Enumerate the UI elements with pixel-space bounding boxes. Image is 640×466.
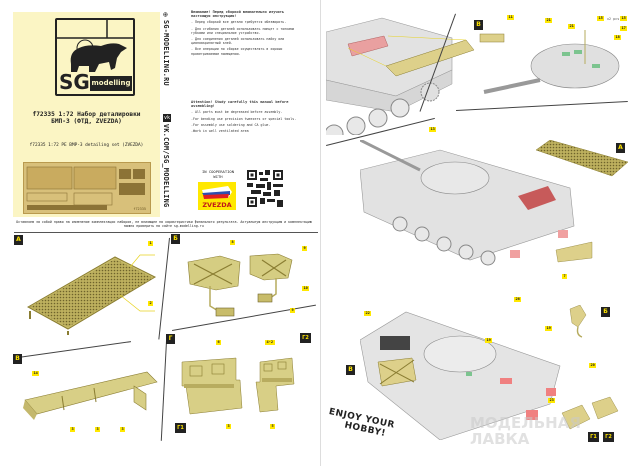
- part-label: 26: [514, 297, 522, 302]
- divider: [14, 232, 318, 233]
- part-label: 22: [364, 311, 372, 316]
- part-label: 18: [614, 35, 622, 40]
- instructions-ru: Внимание! Перед сборкой внимательно изуч…: [191, 10, 301, 58]
- section-divider: [158, 237, 170, 340]
- step-badge-g1: Г1: [175, 423, 186, 433]
- part-label: 3: [226, 424, 232, 429]
- part-label: 15: [620, 16, 628, 21]
- step-badge-a: А: [14, 235, 23, 245]
- instruction-ru-item: - Все операции по сборке осуществлять в …: [191, 47, 283, 56]
- instruction-ru-item: - Перед сборкой все детали требуется обе…: [191, 20, 287, 25]
- part-label: 14: [32, 371, 40, 376]
- mudflap-parts-diagram: [561, 396, 619, 430]
- instructions-ru-heading: Внимание! Перед сборкой внимательно изуч…: [191, 10, 285, 19]
- step-badge-g2: Г2: [300, 333, 311, 343]
- part-label: 10: [302, 286, 310, 291]
- part-label: 3: [95, 427, 101, 432]
- part-label: 8: [230, 240, 236, 245]
- fret-mark: f72335: [133, 207, 146, 211]
- part-label: 7: [562, 274, 568, 279]
- badge-g2-right: Г2: [603, 432, 614, 442]
- quantity-note: x2 pcs: [607, 17, 620, 21]
- badge-b-right: Б: [601, 307, 610, 317]
- vk-link[interactable]: VK.COM/SG_MODELLING: [162, 124, 170, 208]
- russia-flag-star-icon: [202, 186, 232, 199]
- step-a-grille-diagram: [26, 254, 157, 335]
- qr-code[interactable]: [247, 170, 283, 207]
- photo-etch-fret-image: f72335: [23, 162, 151, 214]
- section-divider: [456, 100, 628, 111]
- bear-icon: [57, 20, 133, 72]
- logo-sg-text: SG: [59, 70, 90, 94]
- instructions-en-heading: Attention! Study carefully this manual b…: [191, 100, 289, 109]
- instruction-en-item: -For assembly use soldering and CA glue.: [191, 122, 271, 127]
- page-fold: [320, 0, 321, 466]
- step-b-stowage-bins-diagram: [187, 253, 293, 317]
- logo-modelling-text: modelling: [90, 76, 132, 91]
- part-label: 2: [148, 301, 154, 306]
- cover-panel: SG modelling f72335 1:72 Набор деталиров…: [13, 12, 160, 217]
- step-g-mudflaps-diagram: [181, 357, 295, 415]
- website-link[interactable]: SG-MODELLING.RU: [162, 20, 170, 86]
- instruction-en-item: -Work in well ventilated area: [191, 129, 249, 134]
- fret-parts: [26, 166, 145, 210]
- sg-logo: SG modelling: [55, 18, 135, 96]
- part-label: 3: [70, 427, 76, 432]
- watermark: МОДЕЛЬНАЯ ЛАВКА: [470, 415, 581, 447]
- bmp3-hull-top-diagram: [360, 311, 561, 440]
- part-label: 19: [485, 338, 493, 343]
- part-label: 21: [568, 24, 576, 29]
- part-label: 11: [507, 15, 515, 20]
- zvezda-text: ZVEZDA: [202, 201, 232, 209]
- step-badge-g: Г: [166, 334, 175, 344]
- part-label: 19: [545, 326, 553, 331]
- instruction-ru-item: - Для соединения деталей использовать па…: [191, 37, 285, 46]
- part-label: 17: [620, 26, 628, 31]
- part-label: 21: [545, 18, 553, 23]
- badge-g1-right: Г1: [588, 432, 599, 442]
- step-badge-b: Б: [171, 234, 180, 244]
- footnote: Оставляем за собой право на изменение ко…: [16, 220, 312, 228]
- cooperation-label: IN COOPERATION WITH: [201, 169, 234, 179]
- bmp3-hull-diagram: [360, 140, 629, 266]
- part-label: 5: [270, 424, 276, 429]
- qr-icon: [247, 170, 283, 207]
- part-label: 4-2: [265, 340, 275, 345]
- part-label: 9: [290, 308, 296, 313]
- title-ru-line1: f72335 1:72 Набор деталировки: [32, 111, 141, 118]
- instruction-ru-item: - Для сгибания деталей использовать пинц…: [191, 26, 295, 35]
- instruction-en-item: - All parts must be degreased before ass…: [191, 110, 283, 115]
- bin-part-diagram: [569, 305, 587, 338]
- globe-icon: ⊕: [163, 10, 168, 19]
- part-label: 6: [216, 340, 222, 345]
- badge-a-right: А: [616, 143, 625, 153]
- title-ru-line2: БМП-3 (ФТД, ZVEZDA): [51, 118, 122, 125]
- part-label: 9: [302, 246, 308, 251]
- instruction-en-item: -For bending use precision tweezers or s…: [191, 116, 297, 121]
- hull-rear-diagram: [326, 17, 475, 135]
- part-label: 23: [548, 398, 556, 403]
- step-v-box-diagram: [23, 371, 158, 420]
- part-label: 20: [589, 363, 597, 368]
- badge-v-right-bottom: В: [346, 365, 355, 375]
- zvezda-logo: ZVEZDA: [198, 182, 236, 210]
- turret-diagram: [479, 30, 620, 94]
- instructions-en: Attention! Study carefully this manual b…: [191, 100, 301, 135]
- title-en: f72335 1:72 PE BMP-3 detailing set (ZVEZ…: [29, 143, 144, 148]
- part-label: 13: [429, 127, 437, 132]
- part-label: 3: [120, 427, 126, 432]
- badge-v-right: В: [474, 20, 483, 30]
- part-label: 15: [597, 16, 605, 21]
- watermark-line1: МОДЕЛЬНАЯ: [470, 414, 581, 432]
- step-badge-v: В: [13, 354, 22, 364]
- vk-icon: vk: [163, 114, 171, 122]
- vertical-links: ⊕ SG-MODELLING.RU vk VK.COM/SG_MODELLING: [162, 10, 176, 220]
- part-label: 1: [148, 241, 154, 246]
- watermark-line2: ЛАВКА: [470, 430, 530, 448]
- section-divider: [18, 341, 132, 358]
